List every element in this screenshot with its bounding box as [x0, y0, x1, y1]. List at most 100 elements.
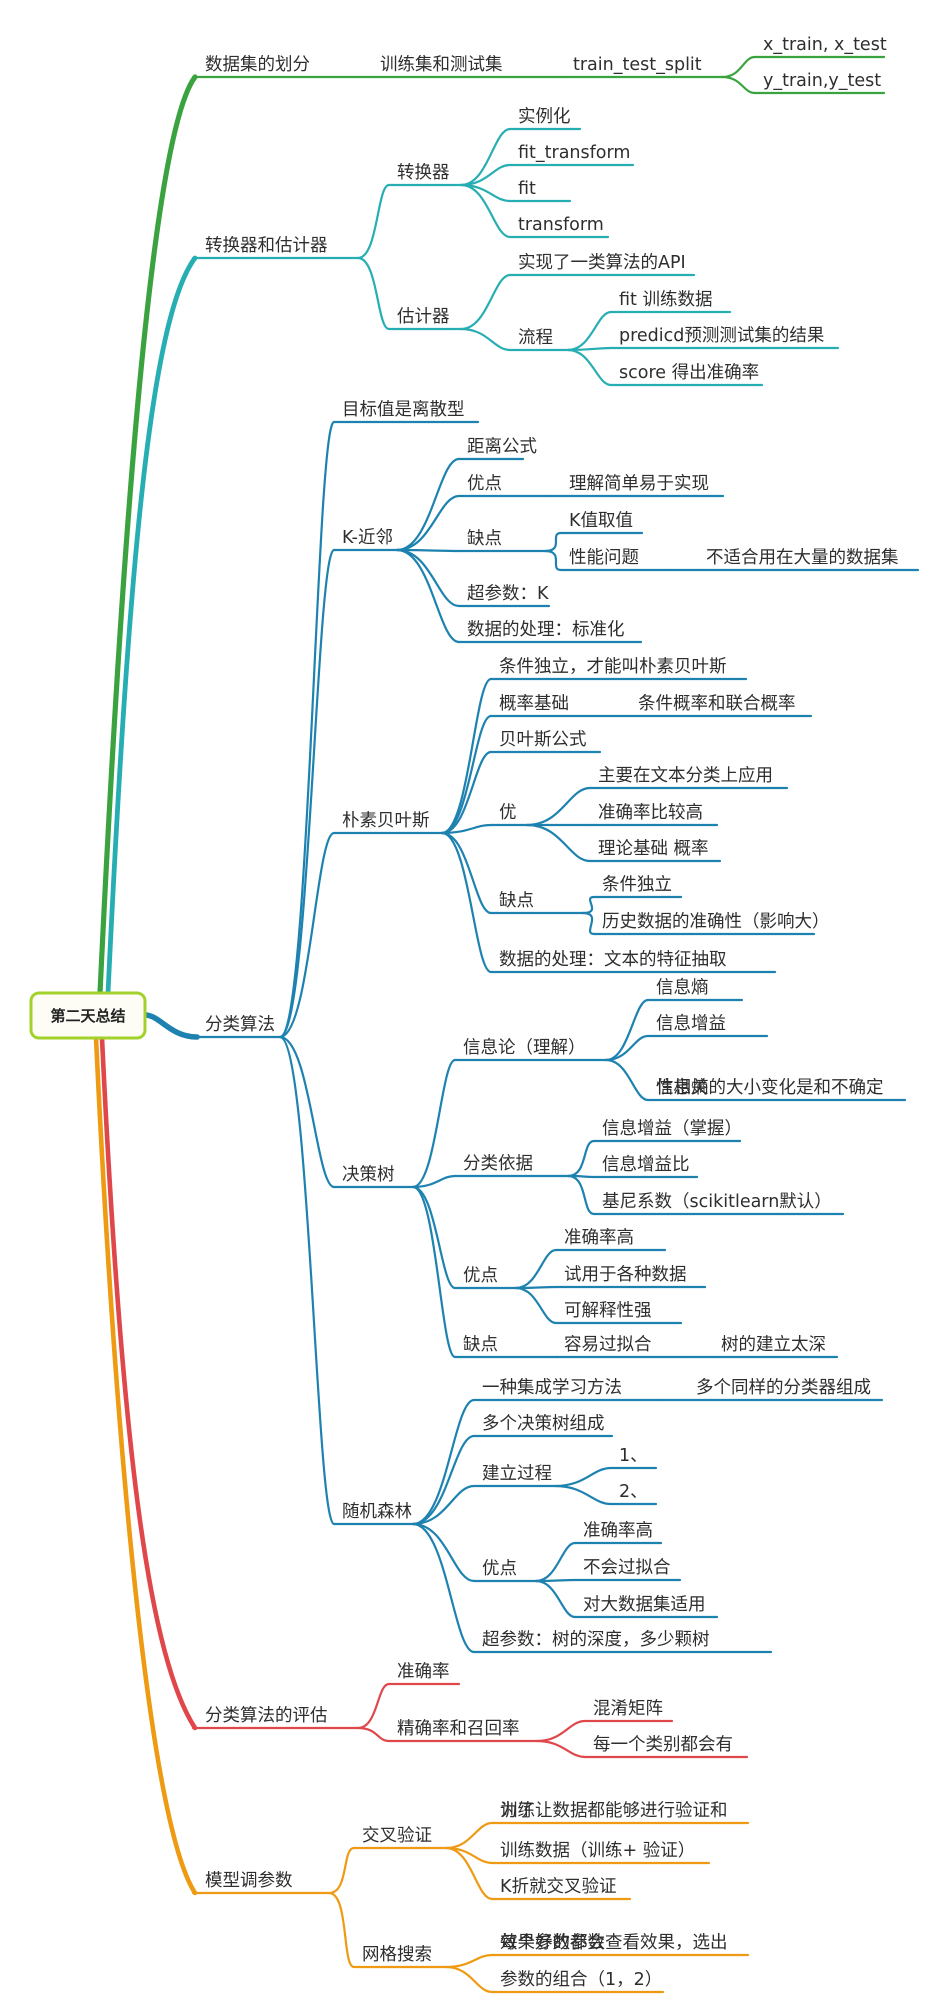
node-label: 基尼系数（scikitlearn默认）	[602, 1192, 832, 1212]
connector	[534, 1579, 577, 1619]
node-label: 理论基础 概率	[598, 839, 709, 859]
node-label: 可解释性强	[564, 1301, 652, 1321]
node-label: predicd预测测试集的结果	[619, 326, 824, 346]
node-label: 混淆矩阵	[593, 1699, 663, 1719]
connector	[525, 823, 592, 863]
node-label: 训练数据（训练+ 验证）	[500, 1841, 695, 1861]
node-label: train_test_split	[573, 55, 702, 75]
connector	[411, 1522, 476, 1654]
connector	[535, 1739, 587, 1759]
node-label: 准确率比较高	[598, 803, 703, 823]
connector	[440, 677, 493, 835]
node-label: 一种集成学习方法	[482, 1378, 622, 1398]
connector	[327, 1891, 356, 1969]
node-label: 准确率	[397, 1662, 450, 1682]
node-label: K-近邻	[342, 528, 393, 548]
connector	[525, 786, 592, 827]
node-label: 数据的处理：文本的特征抽取	[499, 950, 727, 970]
node-label: 模型调参数	[205, 1871, 293, 1891]
node-label: 优点	[463, 1266, 498, 1286]
node-label: 精确率和召回率	[397, 1719, 520, 1739]
node-label: 分类算法的评估	[205, 1706, 328, 1726]
node-label: 多个同样的分类器组成	[696, 1378, 871, 1398]
branch-connectors	[191, 55, 920, 1994]
main-connector	[105, 255, 198, 996]
node-label: 分类依据	[463, 1154, 533, 1174]
connector	[604, 1058, 650, 1102]
connector	[514, 1286, 558, 1325]
connector	[395, 548, 461, 644]
node-label: 交叉验证	[362, 1826, 432, 1846]
node-label: 每一个类别都会有	[593, 1735, 733, 1755]
connector	[356, 1726, 391, 1743]
connector	[411, 1174, 457, 1189]
node-label: 估计器	[397, 307, 450, 327]
node-label: 不会过拟合	[583, 1558, 671, 1578]
connector	[459, 273, 512, 331]
node-label: 容易过拟合	[564, 1335, 652, 1355]
node-label: 距离公式	[467, 437, 537, 457]
main-branch-connectors	[93, 74, 200, 1896]
node-label: fit	[518, 179, 536, 199]
root-node[interactable]: 第二天总结	[29, 991, 147, 1040]
connector	[553, 1466, 613, 1488]
connector	[720, 55, 757, 79]
root-node-label: 第二天总结	[50, 1007, 125, 1025]
connector	[459, 163, 512, 187]
node-label: 转换器	[397, 163, 450, 183]
node-label: 参数的组合（1，2）	[500, 1970, 662, 1990]
node-label: 训练集和测试集	[380, 55, 503, 75]
main-connector	[142, 1012, 200, 1040]
node-label-line: 训练	[500, 1801, 535, 1821]
node-label: 试用于各种数据	[564, 1265, 687, 1285]
connector	[278, 420, 336, 1039]
node-label: 条件独立	[602, 875, 672, 895]
connector	[444, 1821, 494, 1850]
node-label: K折就交叉验证	[500, 1877, 616, 1897]
connector	[327, 1846, 356, 1895]
node-label: 优	[499, 803, 517, 823]
connector	[411, 1058, 457, 1189]
node-label: 目标值是离散型	[342, 400, 465, 420]
connector	[720, 75, 757, 95]
node-label: 2、	[619, 1482, 648, 1502]
connector	[534, 1541, 577, 1583]
main-connector	[97, 74, 198, 996]
node-label: fit 训练数据	[619, 290, 712, 310]
node-label: 信息熵	[656, 978, 709, 998]
node-label: 贝叶斯公式	[499, 730, 587, 750]
node-label: 不适合用在大量的数据集	[706, 548, 899, 568]
connector	[444, 1846, 494, 1901]
main-connector	[93, 1035, 198, 1896]
node-label: 转换器和估计器	[205, 236, 328, 256]
connector	[566, 1174, 596, 1216]
node-label: 实现了一类算法的API	[518, 253, 686, 273]
node-label: 超参数：K	[467, 584, 549, 604]
connector	[566, 1139, 596, 1178]
node-label: 理解简单易于实现	[569, 474, 709, 494]
node-label: 多个决策树组成	[482, 1414, 605, 1434]
node-label-line: 为了让数据都能够进行验证和	[500, 1801, 728, 1821]
node-label: 信息增益比	[602, 1155, 690, 1175]
connector	[566, 348, 613, 387]
node-label: 缺点	[499, 891, 534, 911]
connector	[459, 327, 512, 352]
node-label: 1、	[619, 1446, 648, 1466]
connector	[553, 1484, 613, 1506]
connector	[444, 1965, 494, 1994]
connector	[581, 895, 596, 915]
node-label: 优点	[482, 1559, 517, 1579]
node-label: 超参数：树的深度，多少颗树	[482, 1630, 710, 1650]
node-label: 决策树	[342, 1165, 395, 1185]
connector	[356, 1682, 391, 1730]
node-label-line: 每个参数都会查看效果，选出	[500, 1933, 728, 1953]
connector	[395, 494, 461, 552]
connector	[440, 714, 493, 835]
connector	[440, 831, 493, 915]
node-label: 信息熵的大小变化是和不确定性相关	[656, 1078, 884, 1098]
node-label: 历史数据的准确性（影响大）	[602, 912, 830, 932]
node-label: 准确率高	[583, 1521, 653, 1541]
main-connector	[99, 1035, 198, 1731]
connector	[444, 1953, 494, 1969]
